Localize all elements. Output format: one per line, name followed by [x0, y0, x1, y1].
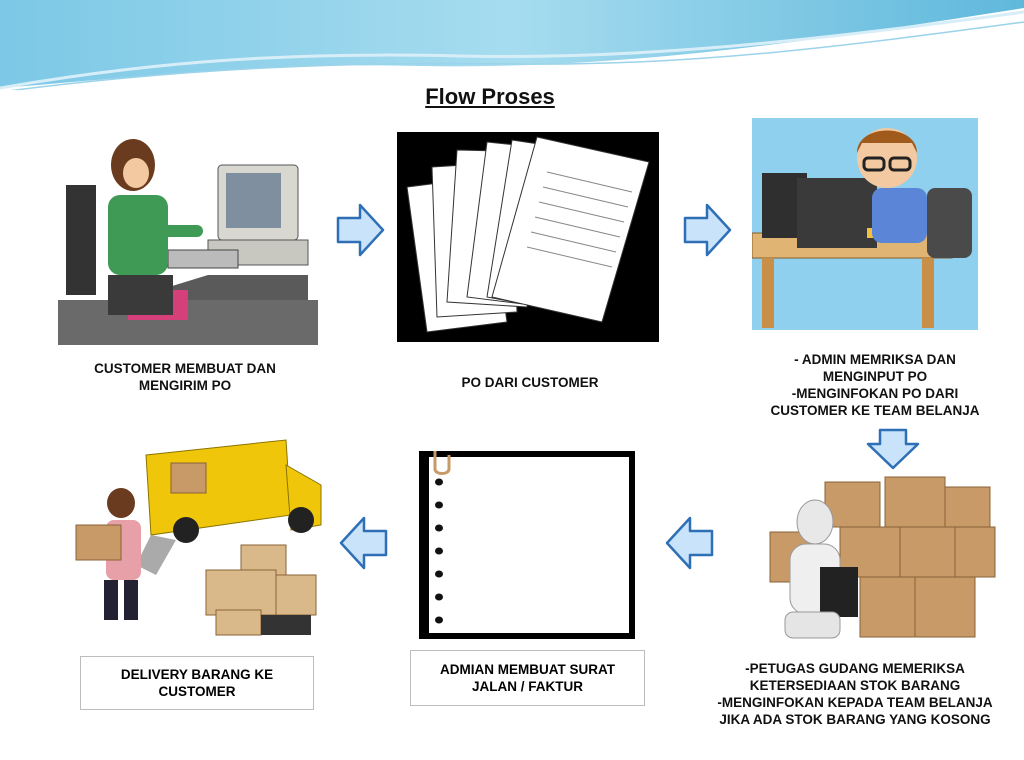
delivery-truck-icon: [66, 435, 326, 647]
notepad-icon: [415, 447, 639, 643]
header-wave: [0, 0, 1024, 90]
arrow-left-icon: [339, 516, 388, 570]
step-5-caption-box: ADMIAN MEMBUAT SURAT JALAN / FAKTUR: [410, 650, 645, 706]
arrow-down-icon: [866, 428, 920, 470]
po-documents-icon: [397, 132, 659, 342]
step-3-caption: - ADMIN MEMRIKSA DAN MENGINPUT PO -MENGI…: [770, 352, 980, 418]
step-6-caption: DELIVERY BARANG KE CUSTOMER: [120, 667, 274, 699]
customer-computer-icon: [58, 125, 318, 345]
arrow-left-icon: [665, 516, 714, 570]
step-6-caption-box: DELIVERY BARANG KE CUSTOMER: [80, 656, 314, 710]
arrow-right-icon: [683, 203, 732, 257]
admin-computer-icon: [752, 118, 978, 330]
step-4-caption: -PETUGAS GUDANG MEMERIKSA KETERSEDIAAN S…: [717, 661, 993, 727]
page-title: Flow Proses: [425, 84, 555, 109]
arrow-right-icon: [336, 203, 385, 257]
step-5-caption: ADMIAN MEMBUAT SURAT JALAN / FAKTUR: [440, 662, 615, 694]
warehouse-boxes-icon: [740, 472, 998, 644]
step-2-caption: PO DARI CUSTOMER: [461, 375, 599, 390]
step-1-caption: CUSTOMER MEMBUAT DAN MENGIRIM PO: [94, 361, 276, 393]
